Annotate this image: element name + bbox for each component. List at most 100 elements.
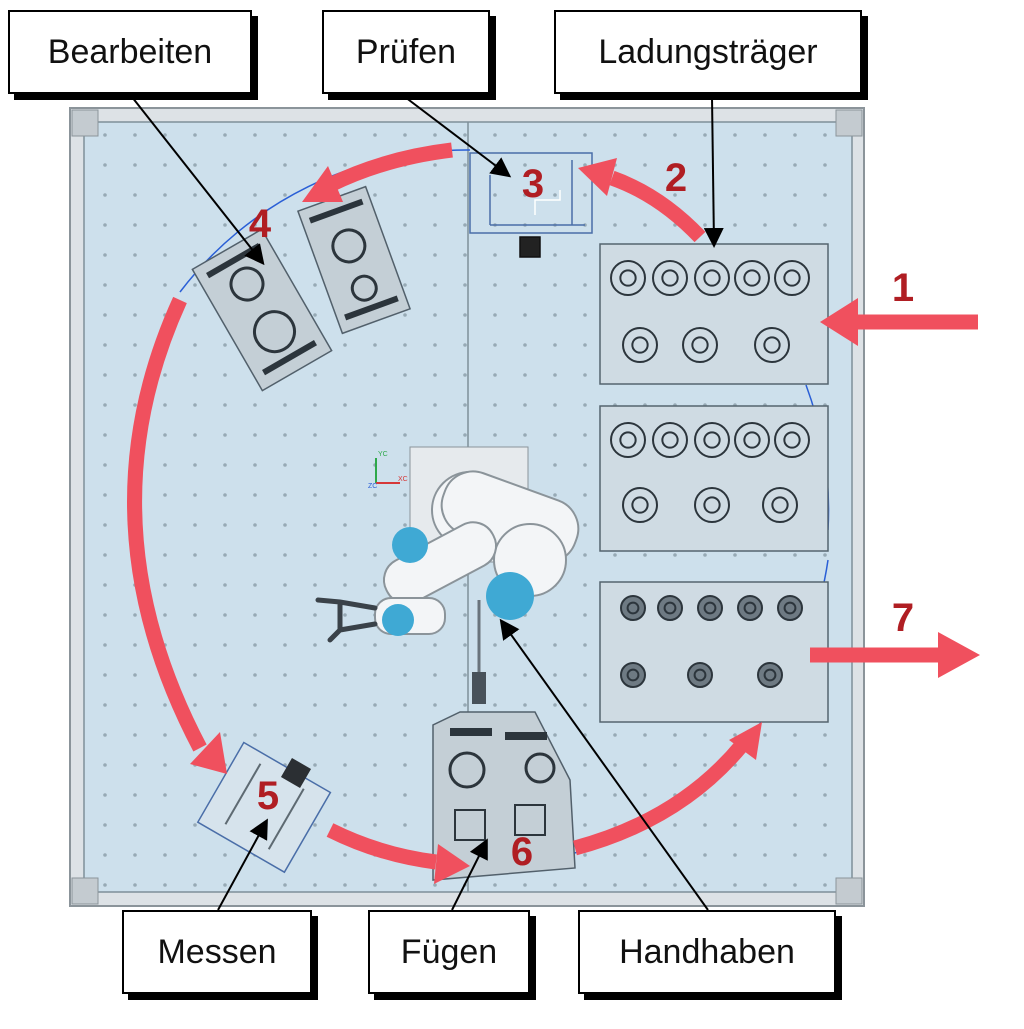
workpiece: [610, 260, 646, 296]
workpiece: [774, 260, 810, 296]
corner-post-tr: [835, 109, 863, 137]
workpiece-bore: [703, 431, 721, 449]
corner-post-bl: [71, 877, 99, 905]
workpiece-bore: [631, 496, 649, 514]
arrowhead-4-5: [190, 732, 227, 774]
ladungstraeger-trays: [599, 243, 829, 723]
measuring-probe: [280, 757, 312, 789]
workpiece: [694, 260, 730, 296]
callout-fuegen: [451, 838, 488, 911]
step-number-5: 5: [256, 774, 280, 818]
camera-module: [519, 236, 541, 258]
workpiece-bore: [703, 269, 721, 287]
pruefen-station-outline: [469, 152, 593, 234]
workpiece-bore: [783, 269, 801, 287]
workpiece: [652, 422, 688, 458]
arrowhead-2: [578, 158, 617, 196]
workpiece: [687, 662, 713, 688]
workpiece-bore: [703, 601, 717, 615]
workpiece-bore: [661, 431, 679, 449]
workpiece: [762, 487, 798, 523]
callout-pruefen: [404, 96, 512, 178]
step-number-3: 3: [521, 162, 545, 206]
step-number-7: 7: [891, 596, 915, 640]
step-number-6: 6: [510, 830, 534, 874]
label-fuegen: Fügen: [368, 910, 530, 994]
step-number-1: 1: [891, 266, 915, 310]
flow-arrow-4-5: [127, 296, 207, 752]
workpiece: [734, 422, 770, 458]
arrowhead-7: [938, 632, 980, 678]
arrowhead-1: [820, 298, 858, 346]
robot-gripper: [315, 597, 378, 643]
callout-arrows: [131, 96, 724, 911]
workpiece: [754, 327, 790, 363]
tray-upper: [599, 243, 829, 385]
tray-middle: [599, 405, 829, 552]
workpiece-bore: [661, 269, 679, 287]
workpiece-bore: [783, 431, 801, 449]
workpiece-bore: [619, 431, 637, 449]
workpiece: [620, 662, 646, 688]
label-messen: Messen: [122, 910, 312, 994]
workpiece: [620, 595, 646, 621]
callout-handhaben: [499, 618, 709, 911]
workpiece: [610, 422, 646, 458]
arrowhead-5-6: [434, 844, 470, 884]
workpiece-bore: [631, 336, 649, 354]
workpiece: [694, 487, 730, 523]
label-ladungstraeger: Ladungsträger: [554, 10, 862, 94]
callout-messen: [217, 818, 268, 911]
workpiece: [774, 422, 810, 458]
workpiece-bore: [619, 269, 637, 287]
workpiece-bore: [703, 496, 721, 514]
workpiece: [682, 327, 718, 363]
label-handhaben: Handhaben: [578, 910, 836, 994]
workpiece: [697, 595, 723, 621]
workpiece-bore: [626, 601, 640, 615]
workpiece-bore: [783, 601, 797, 615]
workpiece-bore: [763, 668, 777, 682]
workpiece: [777, 595, 803, 621]
arrowhead-3-4: [302, 166, 343, 202]
fuegen-fixture: [432, 600, 576, 881]
arrowhead-6-7: [729, 722, 762, 760]
workpiece-bore: [763, 336, 781, 354]
workpiece-bore: [743, 601, 757, 615]
workpiece-bore: [626, 668, 640, 682]
workpiece: [737, 595, 763, 621]
callout-ladungstraeger: [703, 96, 724, 248]
collaborative-robot: [315, 446, 580, 643]
tray-parts: [610, 260, 810, 688]
messen-station: [196, 741, 332, 874]
workpiece: [734, 260, 770, 296]
robot-forearm: [382, 521, 498, 605]
callout-bearbeiten: [131, 96, 265, 266]
axis-label-yc: YC: [378, 451, 388, 458]
workpiece-bore: [771, 496, 789, 514]
workpiece-bore: [743, 431, 761, 449]
coordinate-axis: YC XC ZC: [368, 451, 408, 490]
workpiece-bore: [691, 336, 709, 354]
label-pruefen: Prüfen: [322, 10, 490, 94]
step-number-4: 4: [248, 202, 272, 246]
workpiece: [622, 327, 658, 363]
step-number-2: 2: [664, 156, 688, 200]
axis-label-xc: XC: [398, 476, 408, 483]
workpiece: [694, 422, 730, 458]
flow-arrow-5-6: [326, 823, 437, 870]
workpiece: [657, 595, 683, 621]
workpiece: [757, 662, 783, 688]
workpiece-bore: [663, 601, 677, 615]
axis-label-zc: ZC: [368, 483, 377, 490]
flow-arrow-3-4: [326, 142, 453, 192]
workpiece-bore: [743, 269, 761, 287]
flow-arrow-2: [609, 170, 706, 243]
pruefen-station: [489, 160, 585, 258]
workpiece: [652, 260, 688, 296]
corner-post-br: [835, 877, 863, 905]
workpiece-bore: [693, 668, 707, 682]
label-bearbeiten: Bearbeiten: [8, 10, 252, 94]
workpiece: [622, 487, 658, 523]
